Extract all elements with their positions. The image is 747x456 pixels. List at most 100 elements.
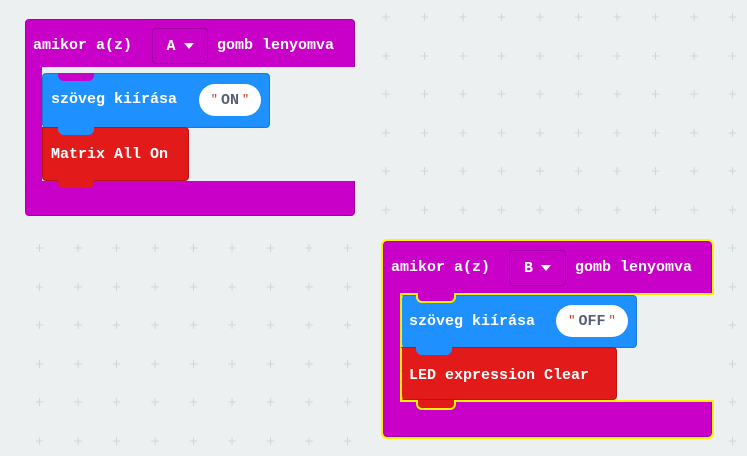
quote-close: " [608,314,616,328]
button-value: A [166,37,176,55]
grid-plus-icon: + [727,433,738,448]
grid-plus-icon: + [227,356,238,371]
grid-plus-icon: + [150,279,161,294]
grid-plus-icon: + [265,318,276,332]
grid-plus-icon: + [342,395,353,409]
button-dropdown[interactable]: B [509,250,566,286]
grid-plus-icon: + [535,164,546,178]
string-input[interactable]: " OFF " [556,305,628,337]
grid-plus-icon: + [573,125,584,140]
grid-plus-icon: + [535,10,546,24]
grid-plus-icon: + [535,202,546,217]
grid-plus-icon: + [496,164,507,178]
grid-plus-icon: + [727,279,738,294]
event-prefix: amikor a(z) [33,37,133,54]
grid-plus-icon: + [458,164,469,178]
grid-plus-icon: + [689,202,700,217]
grid-plus-icon: + [650,164,661,178]
grid-plus-icon: + [265,395,276,409]
grid-plus-icon: + [304,395,315,409]
grid-plus-icon: + [227,318,238,332]
grid-plus-icon: + [111,241,122,255]
grid-plus-icon: + [650,10,661,24]
grid-plus-icon: + [342,433,353,448]
grid-plus-icon: + [573,87,584,101]
grid-plus-icon: + [111,279,122,294]
grid-plus-icon: + [304,241,315,255]
grid-plus-icon: + [573,48,584,63]
grid-plus-icon: + [727,48,738,63]
grid-plus-icon: + [227,395,238,409]
grid-plus-icon: + [496,87,507,101]
grid-plus-icon: + [535,125,546,140]
grid-plus-icon: + [188,356,199,371]
grid-plus-icon: + [304,279,315,294]
grid-plus-icon: + [419,125,430,140]
grid-plus-icon: + [727,10,738,24]
grid-plus-icon: + [419,87,430,101]
grid-plus-icon: + [727,241,738,255]
grid-plus-icon: + [73,318,84,332]
grid-plus-icon: + [381,125,392,140]
grid-plus-icon: + [227,433,238,448]
grid-plus-icon: + [111,318,122,332]
grid-plus-icon: + [381,164,392,178]
grid-plus-icon: + [73,395,84,409]
grid-plus-icon: + [419,202,430,217]
show-string-label: szöveg kiírása [409,313,536,330]
grid-plus-icon: + [650,202,661,217]
grid-plus-icon: + [381,202,392,217]
notch [58,73,94,81]
grid-plus-icon: + [458,202,469,217]
notch [416,293,456,303]
grid-plus-icon: + [727,87,738,101]
grid-plus-icon: + [689,10,700,24]
grid-plus-icon: + [727,318,738,332]
grid-plus-icon: + [496,125,507,140]
grid-plus-icon: + [188,241,199,255]
grid-plus-icon: + [111,356,122,371]
grid-plus-icon: + [419,10,430,24]
grid-plus-icon: + [73,279,84,294]
grid-plus-icon: + [111,395,122,409]
grid-plus-icon: + [573,202,584,217]
grid-plus-icon: + [150,433,161,448]
button-dropdown[interactable]: A [152,28,208,64]
grid-plus-icon: + [150,356,161,371]
grid-plus-icon: + [612,87,623,101]
grid-plus-icon: + [381,10,392,24]
grid-plus-icon: + [650,87,661,101]
grid-plus-icon: + [304,433,315,448]
caret-down-icon [541,265,551,271]
string-value: OFF [578,312,606,330]
grid-plus-icon: + [458,87,469,101]
notch [58,127,94,135]
grid-plus-icon: + [612,202,623,217]
grid-plus-icon: + [265,356,276,371]
grid-plus-icon: + [188,433,199,448]
grid-plus-icon: + [573,164,584,178]
action-label: Matrix All On [51,146,169,163]
notch [416,347,452,355]
grid-plus-icon: + [188,279,199,294]
grid-plus-icon: + [265,241,276,255]
button-value: B [523,259,533,277]
grid-plus-icon: + [73,241,84,255]
grid-plus-icon: + [458,10,469,24]
grid-plus-icon: + [612,10,623,24]
grid-plus-icon: + [650,48,661,63]
matrix-all-on-block[interactable] [42,127,189,181]
grid-plus-icon: + [342,318,353,332]
grid-plus-icon: + [689,164,700,178]
show-string-label: szöveg kiírása [51,91,178,108]
action-label: LED expression Clear [409,367,590,384]
grid-plus-icon: + [612,164,623,178]
grid-plus-icon: + [689,87,700,101]
string-input[interactable]: " ON " [199,84,261,116]
led-expression-clear-block[interactable] [400,347,617,400]
grid-plus-icon: + [34,433,45,448]
grid-plus-icon: + [73,356,84,371]
grid-plus-icon: + [612,125,623,140]
grid-plus-icon: + [381,48,392,63]
quote-open: " [568,314,576,328]
